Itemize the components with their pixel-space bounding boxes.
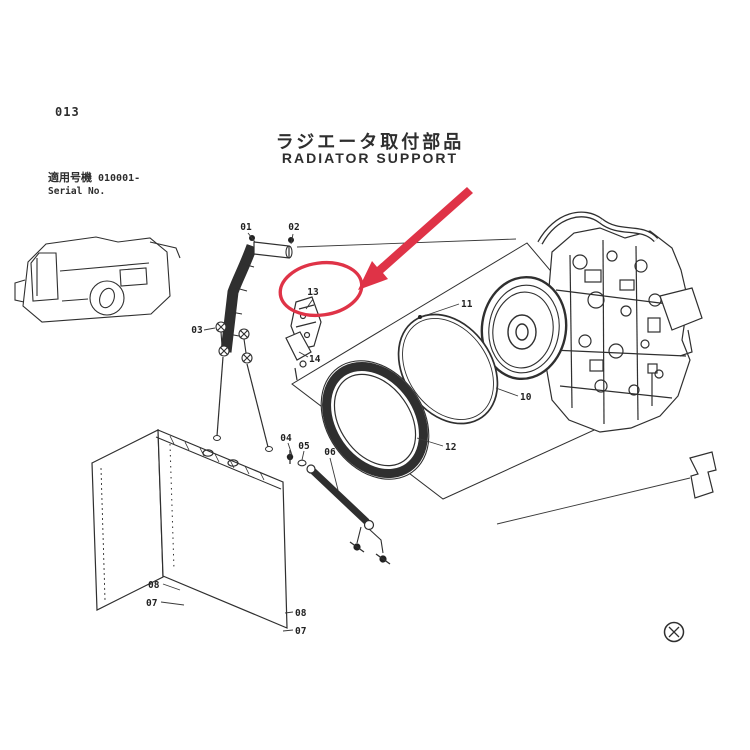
serial-value: 010001- [98,173,141,184]
part-label-02: 02 [288,222,299,233]
support-rod [286,450,391,565]
leader-bracket-right [496,477,691,525]
part-label-13: 13 [307,287,319,298]
radiator-assembly [91,429,288,629]
part-label-01: 01 [240,222,252,233]
engine-assembly [537,211,717,499]
part-label-11: 11 [461,299,473,310]
radiator-hose [213,235,294,452]
highlight-red [278,187,473,318]
red-arrow-icon [358,187,473,290]
serial-label-en: Serial No. [48,186,106,197]
part-label-03: 03 [191,325,203,336]
part-label-06: 06 [324,447,336,458]
serial-number-block: 適用号機 010001- Serial No. [48,172,140,197]
serial-label-ja: 適用号機 [48,171,92,184]
part-label-07-left: 07 [146,598,157,609]
page-title-english: RADIATOR SUPPORT [281,150,459,166]
red-highlight-ellipse [278,260,364,318]
excavator-thumbnail [14,236,181,323]
part-14-bracket [285,331,312,381]
part-label-04: 04 [280,433,292,444]
seal-ring-thin [397,313,499,425]
part-label-05: 05 [298,441,310,452]
flywheel [480,275,568,381]
part-label-08-left: 08 [148,580,160,591]
part-label-14: 14 [309,354,321,365]
part-label-08-right: 08 [295,608,307,619]
circled-cross-icon [663,621,685,643]
part-label-12: 12 [445,442,456,453]
page-number: 013 [55,105,80,119]
part-label-07-right: 07 [295,626,306,637]
page-title-japanese: ラジエータ取付部品 [275,132,465,153]
part-labels: 01 02 03 04 05 06 08 07 08 07 10 11 [146,222,532,637]
seal-ring-thick [320,360,430,480]
part-label-10: 10 [520,392,532,403]
